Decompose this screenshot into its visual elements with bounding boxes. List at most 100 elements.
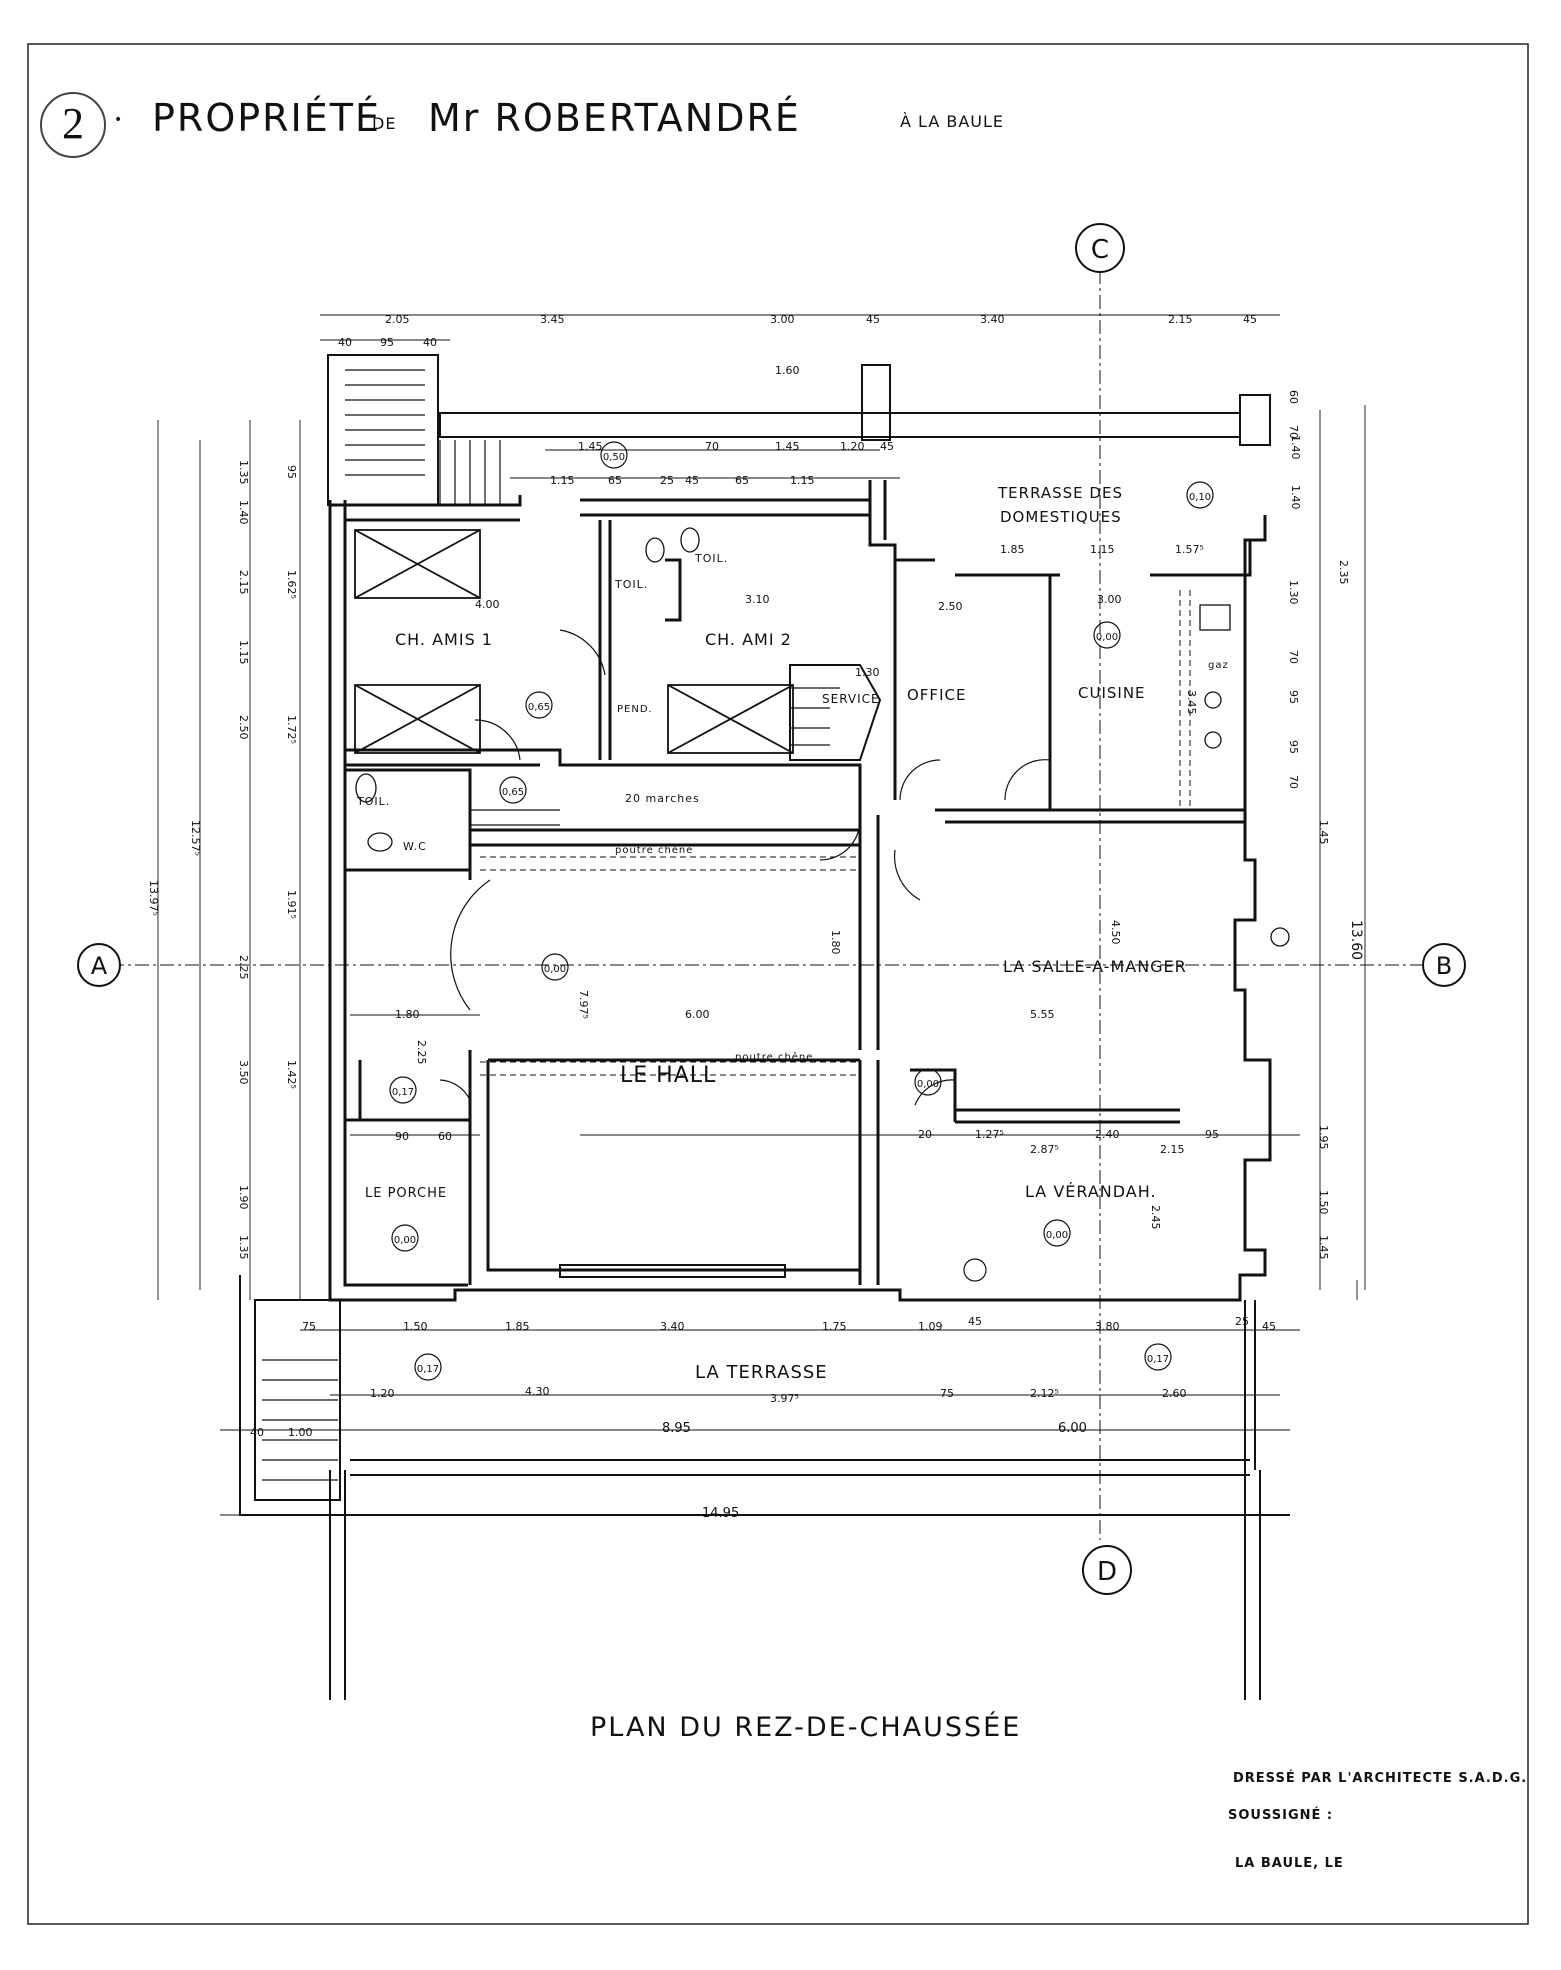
label-toil-1: TOIL. — [694, 552, 728, 565]
dim-room-4: 1.15 — [1090, 543, 1115, 556]
dim-inner-7: 65 — [608, 474, 622, 487]
label-poutre-2: poutre chêne — [735, 1051, 813, 1063]
label-porche: LE PORCHE — [365, 1186, 447, 1201]
label-service: SERVICE — [822, 692, 880, 706]
dim-bot-7: 45 — [968, 1315, 982, 1328]
dim-hall-9: 2.45 — [1149, 1205, 1162, 1230]
dim-leftsub-3: 1.72⁵ — [285, 715, 298, 744]
label-terrasse-dom-2: DOMESTIQUES — [1000, 508, 1122, 526]
level-2: 0,10 — [1189, 492, 1211, 503]
title-owner: Mr ROBERTANDRÉ — [428, 96, 801, 140]
dim-inner-2: 70 — [705, 440, 719, 453]
signature-line-2: SOUSSIGNÉ : — [1228, 1808, 1334, 1823]
dim-right-1: 60 — [1287, 390, 1300, 404]
level-3: 0,00 — [1096, 632, 1118, 643]
dim-room-6: 3.00 — [1097, 593, 1122, 606]
dim-right-8: 1.45 — [1317, 820, 1330, 845]
level-7: 0,17 — [392, 1087, 414, 1098]
level-4: 0,65 — [528, 702, 550, 713]
dim-leftsub-5: 1.42⁵ — [285, 1060, 298, 1089]
axis-c — [1075, 223, 1125, 273]
dim-left-outer-1: 13.97⁵ — [147, 880, 160, 916]
label-gaz: gaz — [1208, 660, 1229, 671]
axis-b-label: B — [1436, 952, 1452, 980]
dim-bot-1: 75 — [302, 1320, 316, 1333]
dim-bot-8: 3.80 — [1095, 1320, 1120, 1333]
dim-ter-6: 2.60 — [1162, 1387, 1187, 1400]
level-6: 0,00 — [544, 964, 566, 975]
dim-inner-8: 25 — [660, 474, 674, 487]
dashed-beams — [480, 590, 1191, 1076]
dim-hall-4: 4.50 — [1109, 920, 1122, 945]
dim-bot-9: 25 — [1235, 1315, 1249, 1328]
label-toil-3: TOIL. — [356, 795, 390, 808]
dim-topsub-3: 40 — [423, 336, 437, 349]
label-verandah: LA VÉRANDAH. — [1025, 1182, 1157, 1201]
dim-ter-5: 2.12⁵ — [1030, 1387, 1059, 1400]
dim-leftsub-2: 1.62⁵ — [285, 570, 298, 599]
dim-room-5: 1.57⁵ — [1175, 543, 1204, 556]
label-cuisine: CUISINE — [1078, 684, 1146, 702]
dim-ter-4: 75 — [940, 1387, 954, 1400]
dim-top-2: 3.45 — [540, 313, 565, 326]
dim-inner-10: 65 — [735, 474, 749, 487]
dim-inner-11: 1.15 — [790, 474, 815, 487]
dim-left-1: 1.35 — [237, 460, 250, 485]
dim-left-2: 1.40 — [237, 500, 250, 525]
dim-right-10: 1.50 — [1317, 1190, 1330, 1215]
dim-top-1: 2.05 — [385, 313, 410, 326]
dim-ter-3: 3.97⁵ — [770, 1392, 799, 1405]
dim-ter-2: 4.30 — [525, 1385, 550, 1398]
dim-left-5: 2.50 — [237, 715, 250, 740]
dim-left-9: 1.35 — [237, 1235, 250, 1260]
dim-hall-1: 6.00 — [685, 1008, 710, 1021]
level-11: 0,17 — [1147, 1354, 1169, 1365]
dimension-lines — [157, 314, 1366, 1516]
dim-top-5: 3.40 — [980, 313, 1005, 326]
dim-topsub-1: 40 — [338, 336, 352, 349]
dim-left-3: 2.15 — [237, 570, 250, 595]
signature-line-3: LA BAULE, LE — [1235, 1856, 1344, 1871]
label-marches: 20 marches — [625, 792, 700, 805]
dim-left-6: 2.25 — [237, 955, 250, 980]
door-swings — [439, 629, 1051, 1106]
dim-right-5: 95 — [1287, 690, 1300, 704]
dim-inner-4: 1.20 — [840, 440, 865, 453]
sheet-number: 2 — [40, 92, 106, 158]
level-5: 0,65 — [502, 787, 524, 798]
dim-right-9: 1.95 — [1317, 1125, 1330, 1150]
dim-leftsub-1: 95 — [285, 465, 298, 479]
dim-ver-3: 2.40 — [1095, 1128, 1120, 1141]
level-12: 0,00 — [1046, 1230, 1068, 1241]
dim-room-3: 1.85 — [1000, 543, 1025, 556]
section-lines — [110, 270, 1430, 1540]
dim-hall-8: 3.45 — [1185, 690, 1198, 715]
dim-left-4: 1.15 — [237, 640, 250, 665]
dim-room-2: 3.10 — [745, 593, 770, 606]
title-proprietaire: PROPRIÉTÉ — [152, 96, 381, 140]
dim-ter-8: 6.00 — [1058, 1421, 1087, 1436]
title-bullet: • — [114, 112, 124, 128]
dim-ter-7: 8.95 — [662, 1421, 691, 1436]
label-hall: LE HALL — [620, 1063, 716, 1088]
dim-room-8: 1.30 — [855, 666, 880, 679]
dim-bot-6: 1.09 — [918, 1320, 943, 1333]
dim-right-6: 95 — [1287, 740, 1300, 754]
dim-ver-7: 60 — [438, 1130, 452, 1143]
dim-top-4: 45 — [866, 313, 880, 326]
label-salle-a-manger: LA SALLE-A-MANGER — [1003, 957, 1187, 976]
dim-room-7: 2.50 — [938, 600, 963, 613]
dim-inner-12: 1.60 — [775, 364, 800, 377]
title-de: DE — [372, 114, 397, 133]
axis-d-label: D — [1097, 1557, 1117, 1587]
plan-title: PLAN DU REZ-DE-CHAUSSÉE — [590, 1712, 1022, 1743]
label-poutre-1: poutre chêne — [615, 844, 693, 856]
label-pend: PEND. — [617, 704, 653, 715]
level-10: 0,17 — [417, 1364, 439, 1375]
dim-right-2: 70 — [1287, 425, 1300, 439]
fixtures — [355, 527, 1290, 947]
dim-topsub-2: 95 — [380, 336, 394, 349]
stair-treads — [262, 369, 840, 1481]
